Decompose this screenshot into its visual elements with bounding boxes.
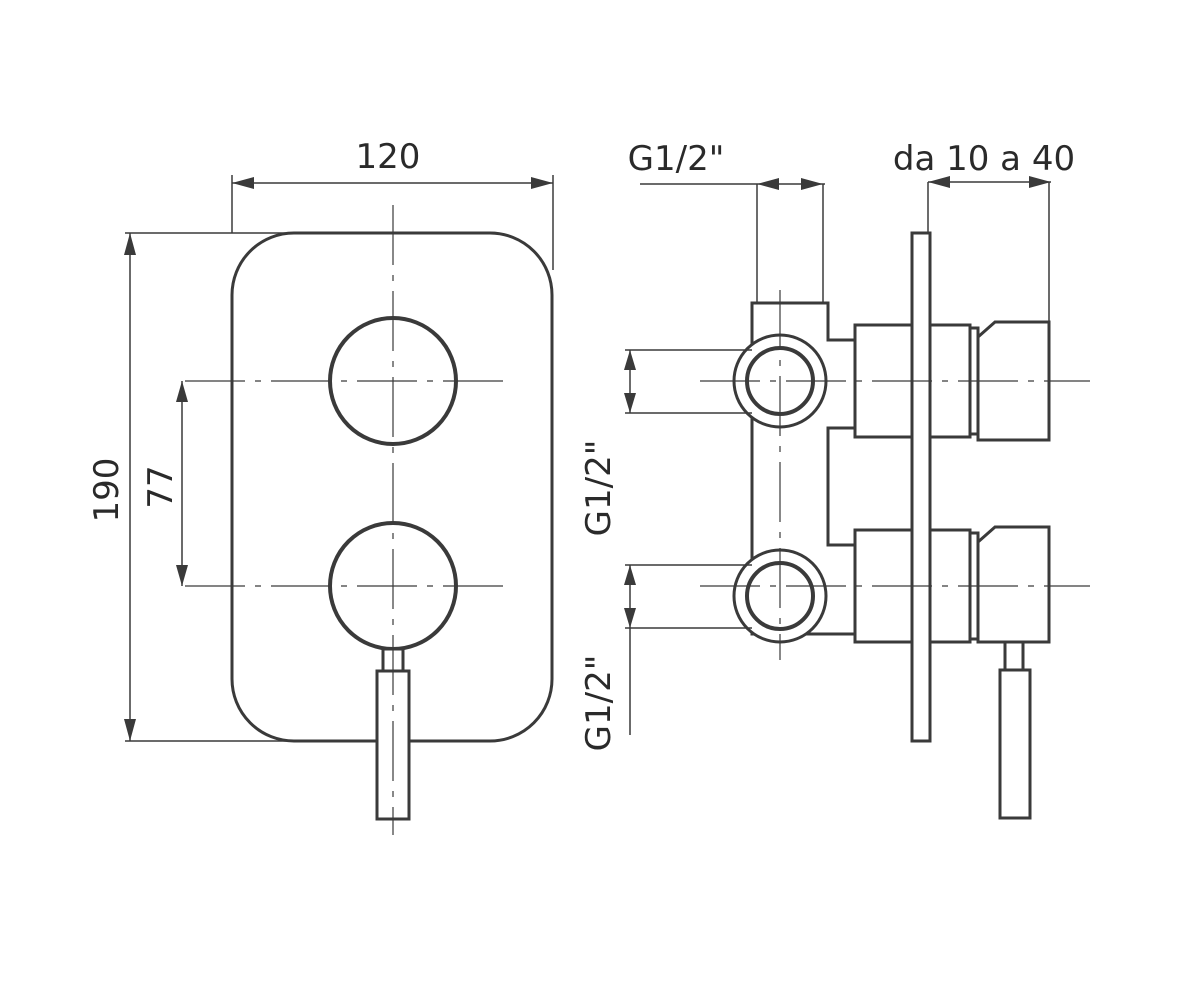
arrow-head <box>928 176 950 188</box>
lower-inlet-dimension: G1/2" <box>579 564 752 752</box>
top-thread-dimension: G1/2" <box>628 139 825 303</box>
top-thread-label: G1/2" <box>628 139 725 179</box>
width-dimension: 120 <box>231 137 554 270</box>
width-label: 120 <box>356 137 421 177</box>
side-handle-lever <box>998 668 1032 820</box>
height-label: 190 <box>87 458 127 523</box>
upper-inlet-dimension: G1/2" <box>579 349 752 537</box>
arrow-head <box>1029 176 1051 188</box>
upper-inlet-label: G1/2" <box>579 440 619 537</box>
depth-range-dimension: da 10 a 40 <box>893 139 1075 322</box>
arrow-head <box>801 178 823 190</box>
arrow-head <box>176 565 188 586</box>
side-view: G1/2" da 10 a 40 G1/2" G1/2" <box>579 139 1090 820</box>
height-dimension: 190 <box>87 232 290 742</box>
arrow-head <box>624 350 636 370</box>
arrow-head <box>624 393 636 413</box>
arrow-head <box>757 178 779 190</box>
arrow-head <box>531 177 553 189</box>
arrow-head <box>232 177 254 189</box>
lower-knob-body <box>976 525 1051 644</box>
arrow-head <box>624 608 636 628</box>
wall-plate-side <box>910 231 932 743</box>
spacing-dimension: 77 <box>141 381 188 586</box>
arrow-head <box>624 565 636 585</box>
arrow-head <box>124 233 136 255</box>
arrow-head <box>176 381 188 402</box>
depth-range-label: da 10 a 40 <box>893 139 1075 179</box>
spacing-label: 77 <box>141 465 181 508</box>
side-handle-neck <box>1003 640 1025 672</box>
front-view: 120 190 77 <box>87 137 554 835</box>
lower-inlet-label: G1/2" <box>579 655 619 752</box>
arrow-head <box>124 719 136 741</box>
